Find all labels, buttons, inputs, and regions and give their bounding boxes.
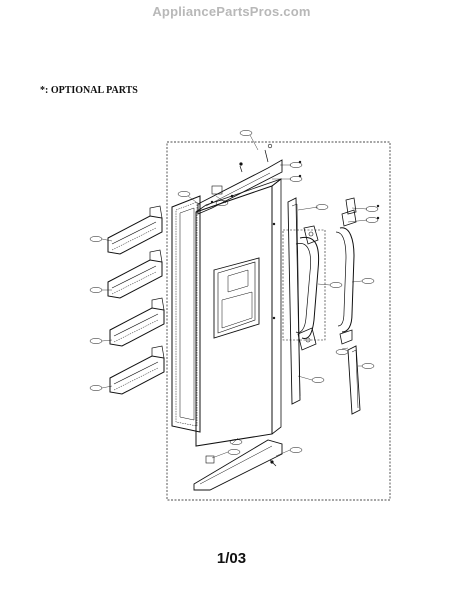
door-panel xyxy=(195,178,282,447)
door-bin-4 xyxy=(109,345,165,395)
door-bin-3 xyxy=(109,297,165,347)
right-trim-strip xyxy=(345,197,361,415)
callouts xyxy=(89,130,379,455)
door-bin-2 xyxy=(107,249,163,299)
top-hinge-cover xyxy=(197,143,283,215)
callout-leaders xyxy=(101,134,368,459)
bottom-hinge-cover xyxy=(193,439,283,491)
page-number: 1/03 xyxy=(216,550,247,567)
handle-trim-strip xyxy=(287,197,301,405)
door-handle xyxy=(295,225,320,351)
door-bin-1 xyxy=(107,205,163,255)
right-handle xyxy=(335,209,357,345)
door-gasket xyxy=(171,195,201,433)
screws xyxy=(210,160,380,320)
handle-group-frame xyxy=(282,229,326,341)
watermark: AppliancePartsPros.com xyxy=(152,4,311,19)
optional-parts-note: *: OPTIONAL PARTS xyxy=(40,85,138,96)
